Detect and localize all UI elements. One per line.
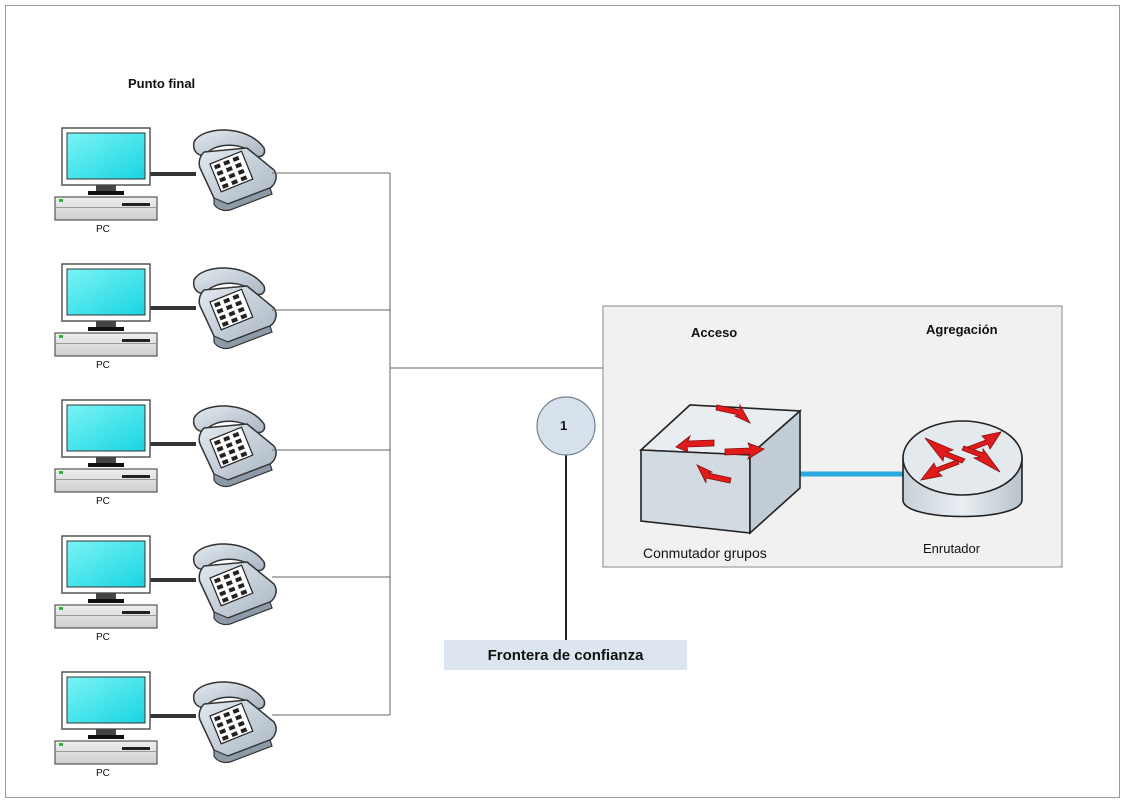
endpoint-row-5 [54,671,277,765]
diagram-frame [5,5,1120,798]
pc-icon [54,263,158,357]
pc-label: PC [96,768,110,779]
telephone-icon [192,681,277,764]
switch-icon [639,403,802,535]
endpoint-row-2 [54,263,277,357]
pc-label: PC [96,496,110,507]
phone-links [272,172,390,716]
marker-circle [536,396,596,456]
pc-label: PC [96,360,110,371]
endpoint-row-4 [54,535,277,629]
telephone-icon [192,405,277,488]
endpoint-row-1 [54,127,277,221]
marker-number: 1 [560,418,568,433]
router-icon [902,420,1023,518]
trust-boundary-text: Frontera de confianza [487,646,644,664]
pc-icon [54,535,158,629]
access-label: Acceso [691,325,738,340]
switch-label: Conmutador grupos [643,545,767,561]
endpoint-title: Punto final [128,76,196,91]
trust-boundary-label: Frontera de confianza [444,640,687,670]
pc-icon [54,399,158,493]
telephone-icon [192,543,277,626]
endpoint-row-3 [54,399,277,493]
pc-icon [54,671,158,765]
pc-icon [54,127,158,221]
pc-label: PC [96,224,110,235]
pc-label: PC [96,632,110,643]
aggregation-label: Agregación [926,322,998,337]
router-label: Enrutador [923,541,981,556]
telephone-icon [192,267,277,350]
telephone-icon [192,129,277,212]
